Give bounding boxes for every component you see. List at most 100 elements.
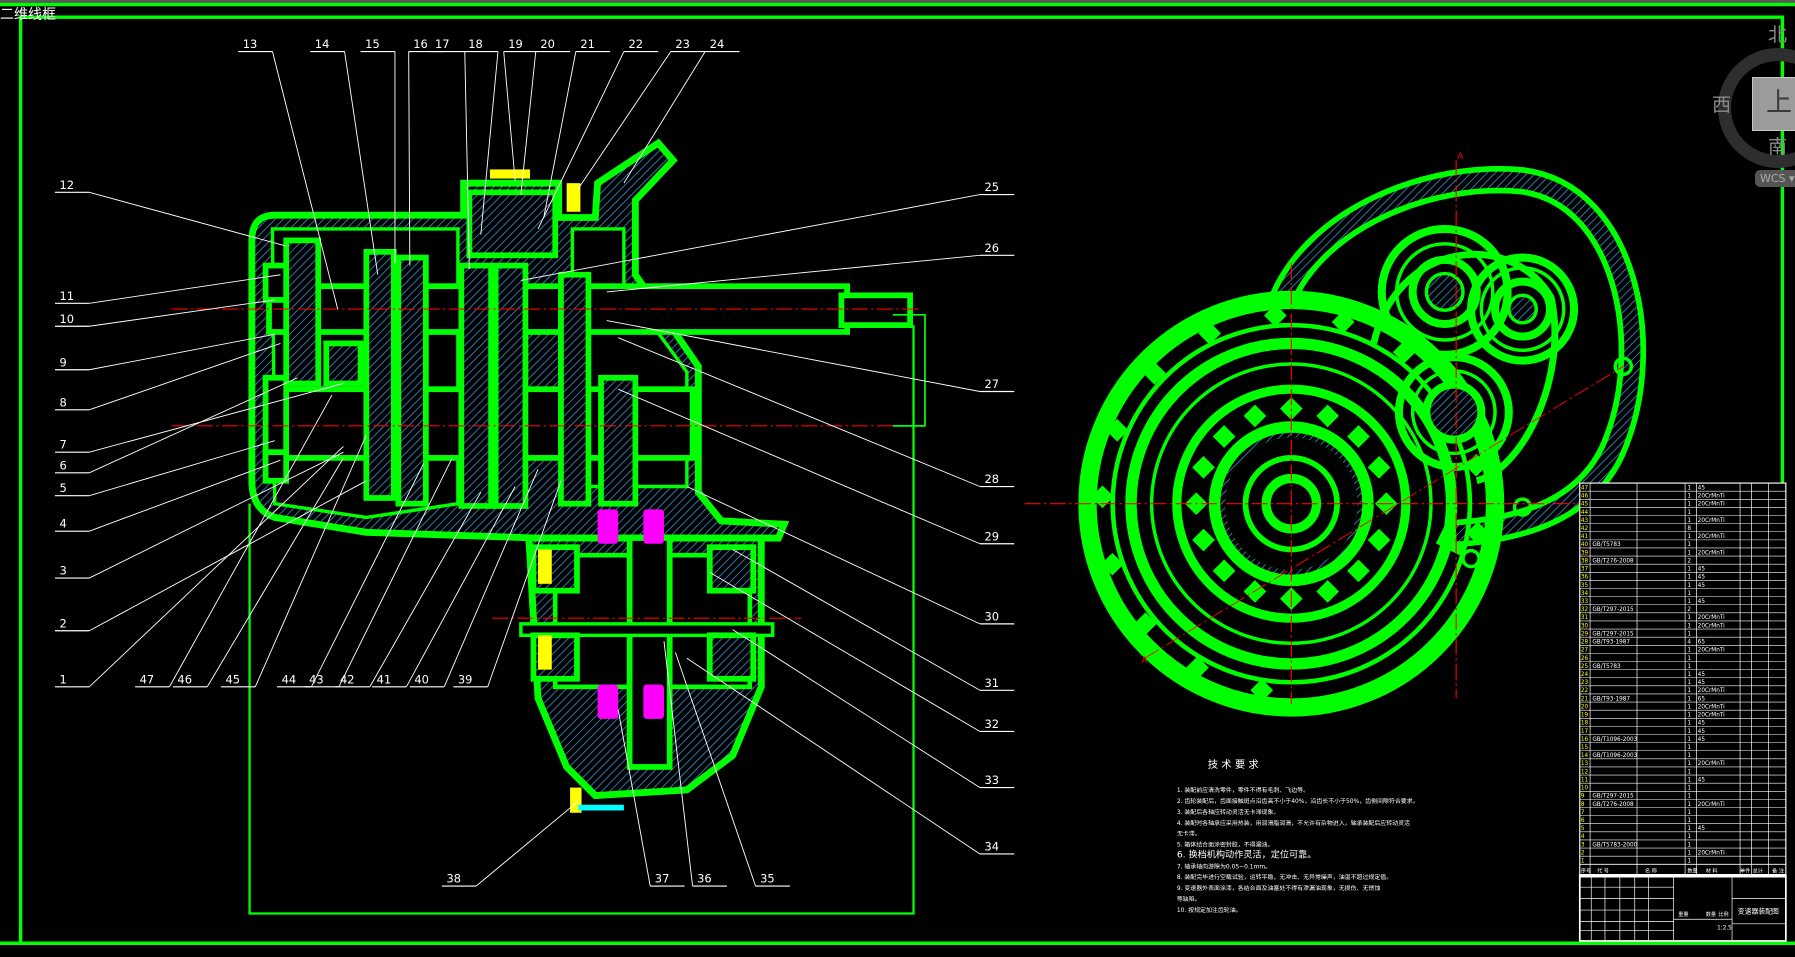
compass-south[interactable]: 南 xyxy=(1768,136,1788,158)
drawing-title: 变速器装配图 xyxy=(1738,907,1779,916)
callout-leader xyxy=(89,383,344,453)
callout-number: 37 xyxy=(655,872,670,886)
bolt-inner xyxy=(1212,425,1236,448)
bolt-inner xyxy=(1192,455,1215,479)
table-cell: 1 xyxy=(1687,502,1691,508)
table-cell: 1 xyxy=(1687,786,1691,792)
callout-number: 4 xyxy=(60,517,67,531)
bolt-outer xyxy=(1198,322,1221,345)
table-cell: 1 xyxy=(1687,818,1691,824)
bolt-outer xyxy=(1143,362,1166,385)
table-cell: 20CrMnTi xyxy=(1698,704,1725,710)
table-cell: 40 xyxy=(1581,542,1589,548)
callout-number: 27 xyxy=(985,377,1000,391)
callout-leader xyxy=(369,492,482,688)
callout-number: 11 xyxy=(60,289,75,303)
differential-shaft xyxy=(626,535,673,770)
table-cell: 38 xyxy=(1581,558,1589,564)
table-cell: 1 xyxy=(1687,615,1691,621)
gear-4 xyxy=(492,262,529,509)
table-cell: 12 xyxy=(1581,769,1589,775)
callout-number: 35 xyxy=(760,872,775,886)
wcs-menu[interactable]: WCS ▾ xyxy=(1755,170,1795,187)
bolt-inner xyxy=(1347,559,1370,583)
diff-bearing-3 xyxy=(706,632,757,682)
callout-number: 3 xyxy=(60,564,67,578)
callout-leader xyxy=(475,800,579,887)
compass-west[interactable]: 西 xyxy=(1712,94,1732,116)
drain-plug xyxy=(570,787,582,813)
callout-leader xyxy=(618,337,981,487)
table-cell: 1 xyxy=(1687,583,1691,589)
callout-leader xyxy=(606,254,980,293)
callout-leader xyxy=(732,549,981,691)
table-cell: 14 xyxy=(1581,753,1589,759)
table-cell: 1 xyxy=(1687,648,1691,654)
viewcube-top-face[interactable]: 上 xyxy=(1752,77,1795,131)
table-cell: 2 xyxy=(1687,558,1691,564)
callout-leader xyxy=(89,451,344,579)
tech-req-item: 6. 换档机构动作灵活，定位可靠。 xyxy=(1177,848,1317,860)
table-cell: 19 xyxy=(1581,713,1589,719)
tech-req-item: 无卡滞。 xyxy=(1177,830,1201,838)
gear-2 xyxy=(395,254,429,507)
callout-number: 41 xyxy=(377,672,392,686)
table-cell: 8 xyxy=(1687,526,1691,532)
viewport-visual-style-label[interactable]: 二维线框 xyxy=(0,7,56,23)
table-cell: 1 xyxy=(1687,729,1691,735)
table-cell: 37 xyxy=(1581,567,1589,573)
table-cell: 20CrMnTi xyxy=(1698,518,1725,524)
callout-leader xyxy=(520,51,537,195)
table-cell: 20CrMnTi xyxy=(1698,850,1725,856)
callout-number: 6 xyxy=(60,458,67,472)
compass-north[interactable]: 北 xyxy=(1768,24,1788,46)
table-cell: GB/T5783 xyxy=(1592,542,1621,548)
callout-leader xyxy=(709,571,981,732)
diff-bearing-2 xyxy=(706,544,757,594)
callout-number: 18 xyxy=(468,37,483,51)
table-header-cell: 序号 xyxy=(1581,866,1591,874)
callout-number: 10 xyxy=(60,312,75,326)
table-header-cell: 备 注 xyxy=(1772,866,1784,874)
table-cell: 33 xyxy=(1581,599,1589,605)
callout-number: 21 xyxy=(580,37,595,51)
viewcube[interactable]: 北 西 上 南 WCS ▾ xyxy=(1700,20,1795,190)
table-header-cell: 名 称 xyxy=(1645,866,1657,874)
table-cell: 1 xyxy=(1687,696,1691,702)
callout-number: 7 xyxy=(60,438,67,452)
table-cell: 29 xyxy=(1581,631,1589,637)
gearbox-section-view xyxy=(171,138,926,915)
table-cell: 1 xyxy=(1687,826,1691,832)
table-cell: GB/T93-1987 xyxy=(1592,640,1630,646)
table-cell: 1 xyxy=(1687,542,1691,548)
window-top-bar xyxy=(0,0,1795,3)
table-header-cell: 数量 xyxy=(1687,866,1697,874)
table-cell: 1 xyxy=(1687,680,1691,686)
diff-gear-1 xyxy=(643,509,664,544)
callout-number: 34 xyxy=(985,840,1000,854)
table-cell: 4 xyxy=(1581,834,1585,840)
table-cell: 1 xyxy=(1687,575,1691,581)
table-cell: 1 xyxy=(1687,842,1691,848)
bolt-inner xyxy=(1212,559,1236,583)
table-cell: GB/T93-1987 xyxy=(1592,696,1630,702)
callout-leader xyxy=(674,652,756,887)
table-cell: 45 xyxy=(1698,672,1706,678)
table-header-cell: 总计 xyxy=(1753,866,1763,874)
side-gear-2 xyxy=(1394,353,1513,472)
half-shaft xyxy=(519,622,775,638)
table-cell: 20 xyxy=(1581,704,1589,710)
callout-number: 22 xyxy=(628,37,643,51)
callout-number: 36 xyxy=(697,872,712,886)
table-cell: 45 xyxy=(1698,485,1706,491)
dimension-center xyxy=(892,313,926,427)
table-cell: 1 xyxy=(1687,850,1691,856)
gear-1 xyxy=(363,248,397,501)
bolt-inner xyxy=(1316,404,1339,428)
table-cell: 20CrMnTi xyxy=(1698,802,1725,808)
table-cell: 46 xyxy=(1581,494,1589,500)
scale-value: 1:2.5 xyxy=(1717,926,1732,932)
table-cell: 47 xyxy=(1581,485,1589,491)
